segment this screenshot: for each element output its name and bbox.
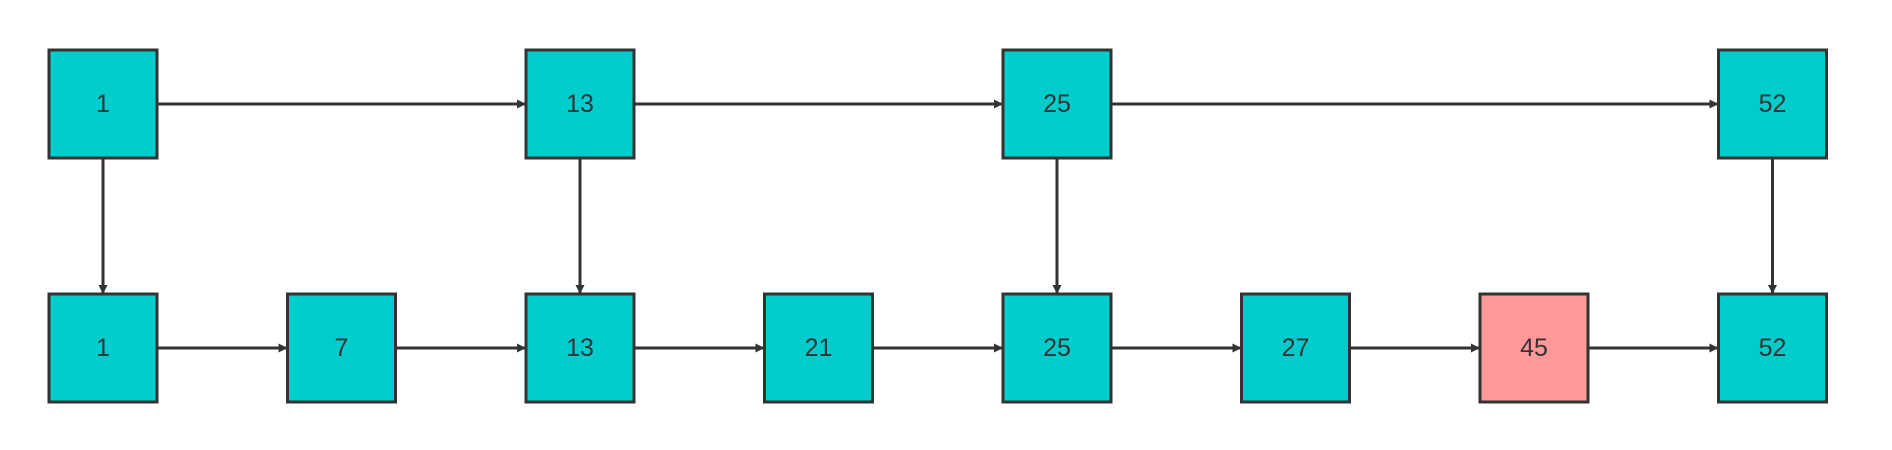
base-node-21-label: 21 bbox=[805, 334, 833, 362]
base-node-27-label: 27 bbox=[1282, 334, 1310, 362]
index-node-25-label: 25 bbox=[1043, 90, 1071, 118]
edges-layer bbox=[98, 99, 1777, 353]
base-node-1-box bbox=[47, 292, 159, 404]
index-node-13-label: 13 bbox=[566, 90, 594, 118]
index-node-52-label: 52 bbox=[1759, 90, 1787, 118]
base-node-52: 52 bbox=[1717, 292, 1828, 404]
base-node-1: 1 bbox=[47, 292, 159, 404]
base-node-13-box bbox=[524, 292, 636, 404]
index-node-1: 1 bbox=[47, 48, 159, 160]
index-node-25: 25 bbox=[1001, 48, 1113, 160]
base-node-25-box bbox=[1001, 292, 1113, 404]
base-node-25-label: 25 bbox=[1043, 334, 1071, 362]
base-node-52-box bbox=[1717, 292, 1828, 404]
index-node-13-box bbox=[524, 48, 636, 160]
base-node-25: 25 bbox=[1001, 292, 1113, 404]
base-node-7-label: 7 bbox=[335, 334, 349, 362]
nodes-layer: 1 13 25 52 1 7 13 21 25 27 45 52 bbox=[47, 48, 1828, 404]
base-node-45-label: 45 bbox=[1520, 334, 1548, 362]
index-node-25-box bbox=[1001, 48, 1113, 160]
base-node-7-box bbox=[286, 292, 397, 404]
base-node-45-box bbox=[1478, 292, 1590, 404]
base-node-21-box bbox=[763, 292, 874, 404]
index-node-52: 52 bbox=[1717, 48, 1828, 160]
base-node-52-label: 52 bbox=[1759, 334, 1787, 362]
index-node-1-label: 1 bbox=[96, 90, 110, 118]
base-node-27-box bbox=[1240, 292, 1351, 404]
base-node-1-label: 1 bbox=[96, 334, 110, 362]
index-node-13: 13 bbox=[524, 48, 636, 160]
index-node-52-box bbox=[1717, 48, 1828, 160]
base-node-13-label: 13 bbox=[566, 334, 594, 362]
base-node-27: 27 bbox=[1240, 292, 1351, 404]
index-node-1-box bbox=[47, 48, 159, 160]
base-node-21: 21 bbox=[763, 292, 874, 404]
base-node-7: 7 bbox=[286, 292, 397, 404]
base-node-13: 13 bbox=[524, 292, 636, 404]
base-node-45: 45 bbox=[1478, 292, 1590, 404]
